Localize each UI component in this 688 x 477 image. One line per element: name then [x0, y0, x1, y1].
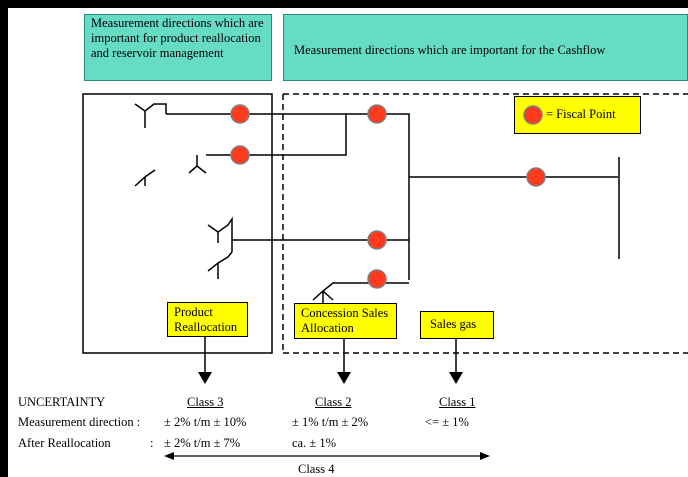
fiscal-point-marker	[230, 104, 546, 289]
fiscal-point-legend: = Fiscal Point	[514, 96, 641, 134]
class1-header: Class 1	[439, 395, 476, 409]
box-concession-text: Concession Sales Allocation	[301, 306, 389, 335]
cashflow-area	[282, 93, 688, 354]
uncertainty-title: UNCERTAINTY	[18, 395, 106, 409]
box-sales-gas: Sales gas	[420, 311, 494, 339]
box-sales-gas-text: Sales gas	[430, 317, 477, 331]
class2-header: Class 2	[315, 395, 352, 409]
diagram-canvas	[8, 8, 688, 477]
box-product-reallocation-text: Product Reallocation	[174, 305, 238, 334]
row-after-label: After Reallocation	[18, 436, 111, 450]
fiscal-point-label: = Fiscal Point	[546, 107, 616, 121]
header-cashflow: Measurement directions which are importa…	[283, 14, 688, 81]
class3-measurement: ± 2% t/m ± 10%	[164, 415, 247, 429]
box-concession-sales-allocation: Concession Sales Allocation	[294, 303, 397, 339]
header-reallocation: Measurement directions which are importa…	[84, 14, 272, 81]
box-product-reallocation: Product Reallocation	[167, 302, 248, 337]
wellhead-symbol	[134, 103, 375, 303]
fiscal-point-icon	[523, 105, 543, 125]
header-reallocation-text: Measurement directions which are importa…	[91, 16, 264, 60]
arrow-down-icon	[198, 372, 463, 384]
class2-after: ca. ± 1%	[292, 436, 336, 450]
header-cashflow-text: Measurement directions which are importa…	[294, 43, 606, 57]
double-arrow-icon	[164, 452, 490, 460]
reallocation-area	[82, 93, 273, 354]
row-after-colon: :	[150, 436, 154, 450]
pipeline	[166, 113, 620, 372]
class4-label: Class 4	[298, 462, 335, 476]
class3-after: ± 2% t/m ± 7%	[164, 436, 241, 450]
class2-measurement: ± 1% t/m ± 2%	[292, 415, 369, 429]
class1-measurement: <= ± 1%	[425, 415, 469, 429]
class3-header: Class 3	[187, 395, 224, 409]
row-measurement-label: Measurement direction :	[18, 415, 141, 429]
